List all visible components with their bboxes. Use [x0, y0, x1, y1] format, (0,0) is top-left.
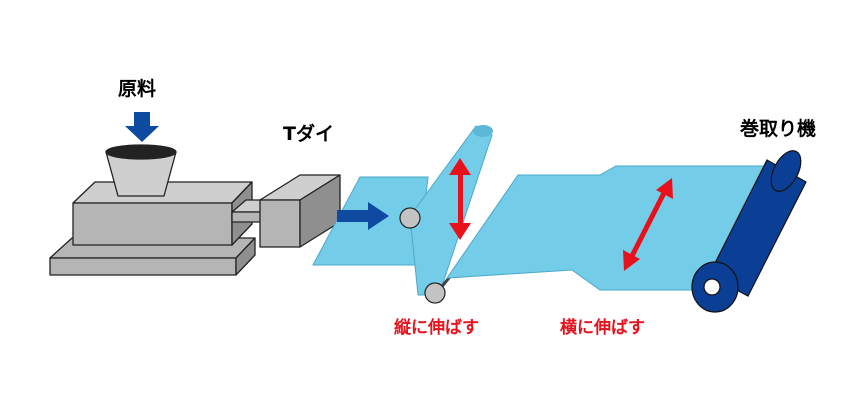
extruder — [49, 144, 341, 276]
stretch-td-label: 横に伸ばす — [560, 318, 645, 338]
stretch-md-label: 縦に伸ばす — [394, 318, 479, 338]
winder-far-end — [770, 150, 802, 192]
t-die-label: Tダイ — [283, 123, 334, 145]
roll-lower — [424, 282, 446, 304]
right-arrow-icon — [337, 202, 389, 230]
winder-label: 巻取り機 — [740, 118, 817, 140]
down-arrow-icon — [125, 112, 159, 142]
roll-upper — [399, 207, 421, 229]
diagonal-double-arrow-icon — [623, 178, 673, 271]
film-web-md-top-edge — [473, 125, 493, 137]
film-web-md — [409, 125, 493, 296]
base-plate-front — [49, 257, 237, 276]
raw-material-label: 原料 — [118, 78, 157, 100]
winder-core — [703, 278, 721, 296]
tdie-front — [259, 199, 301, 248]
body-front — [72, 202, 233, 246]
hopper-opening — [105, 144, 177, 160]
base-plate-side — [235, 237, 256, 276]
winder-roll — [691, 150, 807, 313]
vertical-double-arrow-icon — [449, 158, 471, 240]
